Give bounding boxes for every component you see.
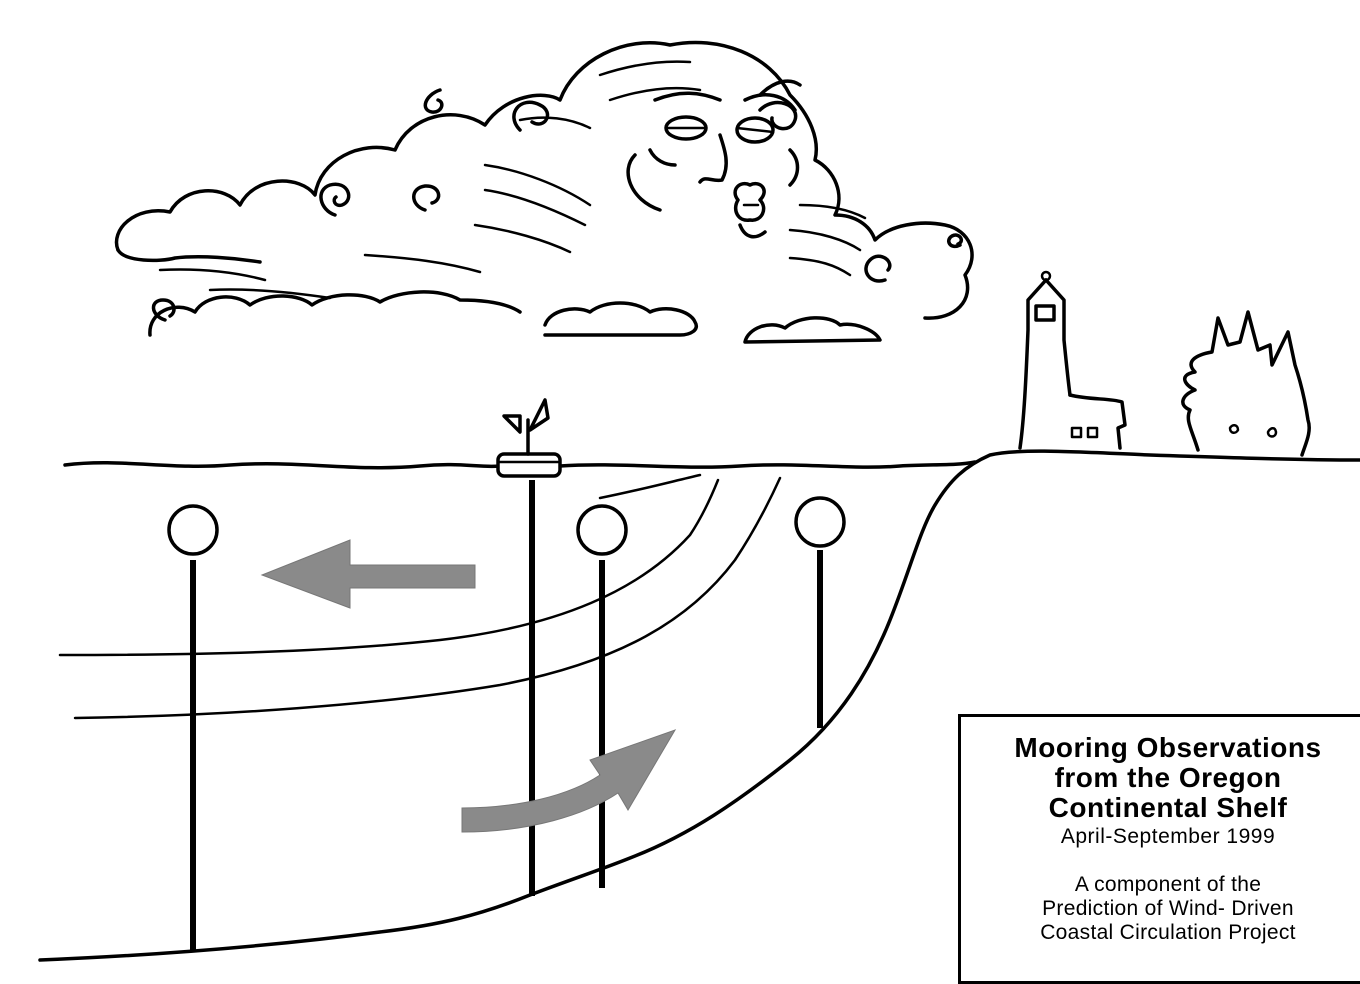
isopycnal-middle bbox=[73, 476, 782, 720]
title-line-2: from the Oregon bbox=[1054, 762, 1282, 793]
isopycnal-upper bbox=[58, 478, 720, 657]
mooring-2 bbox=[496, 398, 562, 896]
coastal-upwelling-illustration bbox=[38, 40, 1360, 962]
subtitle-line-3: Coastal Circulation Project bbox=[1040, 921, 1296, 944]
meteorological-buoy-icon bbox=[496, 398, 562, 478]
mooring-float-icon bbox=[794, 496, 846, 548]
title-line-3: Continental Shelf bbox=[1048, 792, 1288, 823]
mooring-3 bbox=[576, 504, 628, 888]
subtitle-line-1: A component of the bbox=[1074, 873, 1262, 896]
mooring-1 bbox=[167, 504, 219, 950]
house-icon bbox=[1068, 393, 1127, 450]
onshore-current-arrow-icon bbox=[461, 729, 677, 833]
tree-icon bbox=[1181, 310, 1311, 457]
date-range: April-September 1999 bbox=[1060, 825, 1276, 848]
mooring-float-icon bbox=[576, 504, 628, 556]
sea-surface-line bbox=[63, 460, 977, 470]
isopycnal-lower bbox=[598, 473, 702, 500]
wind-face-cloud-icon bbox=[114, 40, 974, 344]
mooring-float-icon bbox=[167, 504, 219, 556]
shelf-bottom-line bbox=[38, 449, 1360, 962]
title-box: Mooring Observations from the Oregon Con… bbox=[958, 714, 1360, 984]
lighthouse-icon bbox=[1018, 270, 1072, 450]
title-line-1: Mooring Observations bbox=[1014, 732, 1322, 763]
subtitle-line-2: Prediction of Wind- Driven bbox=[1042, 897, 1294, 920]
offshore-current-arrow-icon bbox=[260, 539, 476, 609]
wind-face-icon bbox=[626, 79, 802, 239]
subtitle-block: A component of the Prediction of Wind- D… bbox=[961, 873, 1360, 945]
mooring-4 bbox=[794, 496, 846, 728]
